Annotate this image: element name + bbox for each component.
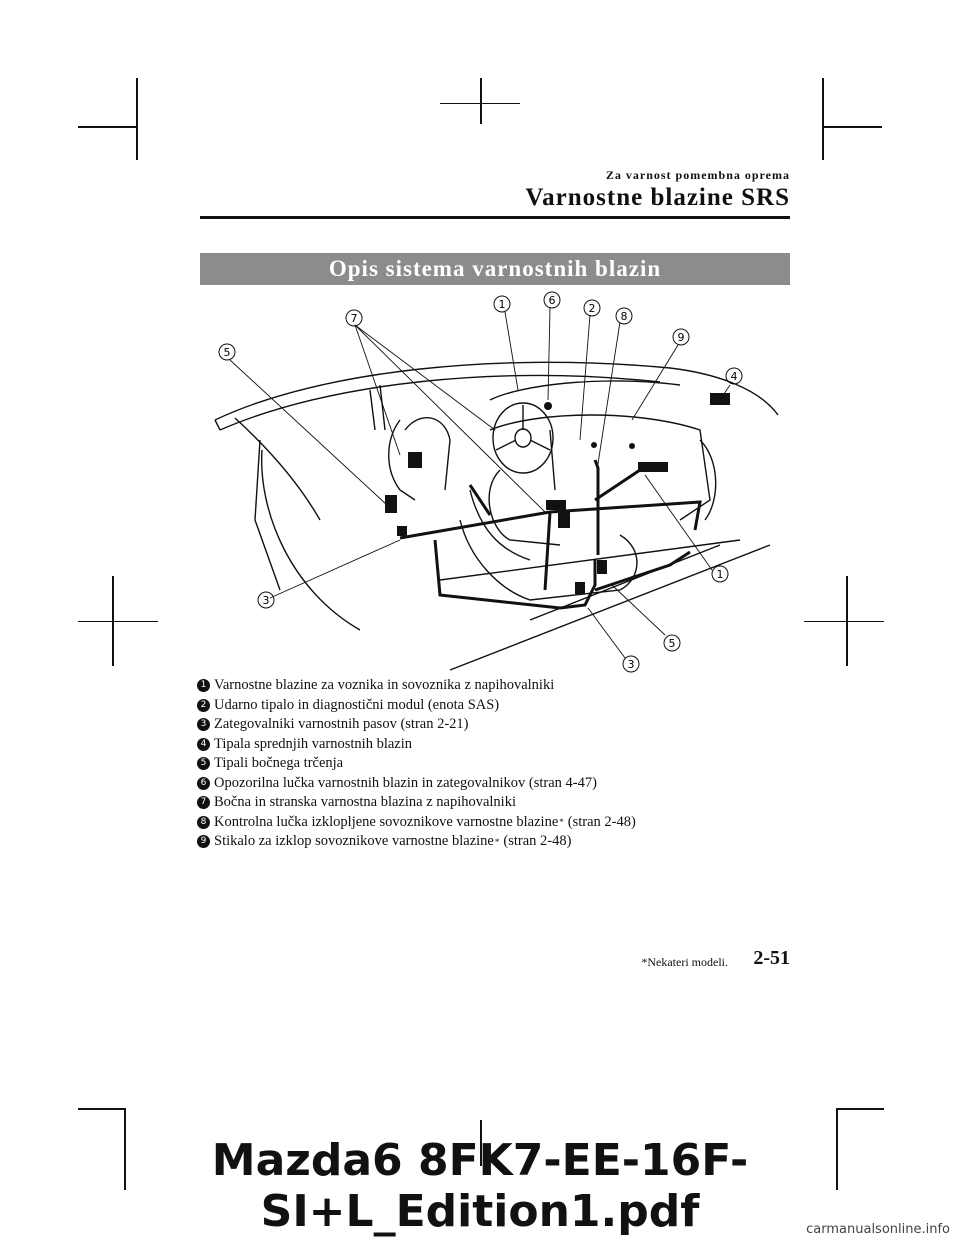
page-number: 2-51: [753, 947, 790, 969]
heading-banner: Opis sistema varnostnih blazin: [200, 253, 790, 285]
site-watermark: carmanualsonline.info: [806, 1222, 950, 1237]
crop-mark: [136, 78, 138, 160]
crop-mark: [480, 78, 482, 124]
footnote: *Nekateri modeli.: [641, 955, 728, 969]
callout: 5: [218, 343, 236, 361]
svg-text:4: 4: [731, 370, 738, 383]
crop-mark: [124, 1108, 126, 1190]
svg-text:9: 9: [678, 331, 685, 344]
svg-text:1: 1: [499, 298, 506, 311]
callout: 5: [663, 634, 681, 652]
svg-text:5: 5: [669, 637, 676, 650]
crop-mark: [78, 621, 158, 622]
callout: 4: [725, 367, 743, 385]
chapter-title: Za varnost pomembna oprema: [605, 168, 790, 182]
svg-text:3: 3: [263, 594, 270, 607]
callout: 1: [493, 295, 511, 313]
crop-mark: [804, 621, 884, 622]
crop-mark: [440, 103, 520, 104]
callout: 3: [622, 655, 640, 673]
callout: 1: [711, 565, 729, 583]
callout: 6: [543, 291, 561, 309]
crop-mark: [822, 78, 824, 160]
svg-text:5: 5: [224, 346, 231, 359]
airbag-system-diagram: 1 6 2 8 7 9 5 4 1 3 5 3: [214, 291, 779, 673]
svg-text:3: 3: [628, 658, 635, 671]
svg-text:2: 2: [589, 302, 596, 315]
crop-mark: [78, 126, 136, 128]
callout: 8: [615, 307, 633, 325]
crop-mark: [836, 1108, 838, 1190]
svg-text:7: 7: [351, 312, 358, 325]
callout: 9: [672, 328, 690, 346]
svg-text:1: 1: [717, 568, 724, 581]
crop-mark: [78, 1108, 124, 1110]
callout: 2: [583, 299, 601, 317]
header-rule: [200, 216, 790, 219]
svg-text:8: 8: [621, 310, 628, 323]
svg-text:6: 6: [549, 294, 556, 307]
callout: 3: [257, 591, 275, 609]
crop-mark: [480, 1120, 482, 1166]
section-title: Varnostne blazine SRS: [525, 184, 790, 211]
document-watermark: Mazda6 8FK7-EE-16F-SI+L_Edition1.pdf: [211, 1135, 749, 1237]
crop-mark: [838, 1108, 884, 1110]
crop-mark: [824, 126, 882, 128]
callout: 7: [345, 309, 363, 327]
